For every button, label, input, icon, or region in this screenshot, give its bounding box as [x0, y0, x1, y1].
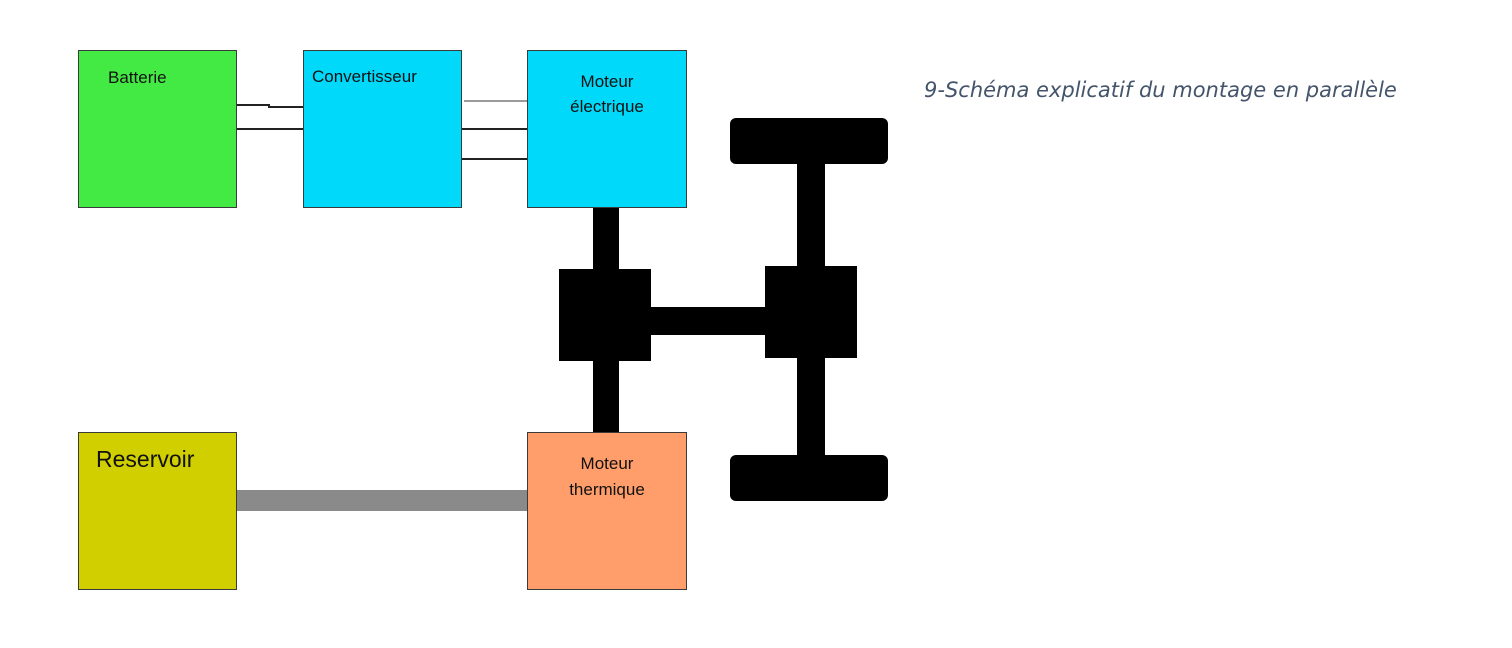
electric-motor-label-line1: Moteur [580, 72, 634, 91]
battery-box: Batterie [78, 50, 237, 208]
tank-box: Reservoir [78, 432, 237, 590]
thermal-motor-label-line2: thermique [569, 480, 645, 499]
wire-battery-converter-3 [236, 128, 304, 130]
figure-caption: 9-Schéma explicatif du montage en parall… [924, 78, 1397, 102]
axle [797, 150, 825, 470]
converter-box: Convertisseur [303, 50, 462, 208]
fuel-line [236, 490, 528, 511]
wheel-bottom [730, 455, 888, 501]
shaft-transmission [650, 307, 766, 335]
wire-converter-motor-2 [461, 128, 528, 130]
electric-motor-label-line2: électrique [570, 97, 644, 116]
wire-battery-converter-1 [236, 104, 270, 106]
converter-label: Convertisseur [312, 67, 417, 86]
tank-label: Reservoir [96, 446, 195, 472]
wire-converter-motor-1 [464, 100, 528, 102]
wire-converter-motor-3 [461, 158, 528, 160]
battery-label: Batterie [108, 68, 167, 87]
gearbox-left [559, 269, 651, 361]
thermal-motor-label-line1: Moteur [580, 454, 634, 473]
wire-battery-converter-2 [268, 106, 304, 108]
electric-motor-box: Moteur électrique [527, 50, 687, 208]
wheel-top [730, 118, 888, 164]
thermal-motor-box: Moteur thermique [527, 432, 687, 590]
